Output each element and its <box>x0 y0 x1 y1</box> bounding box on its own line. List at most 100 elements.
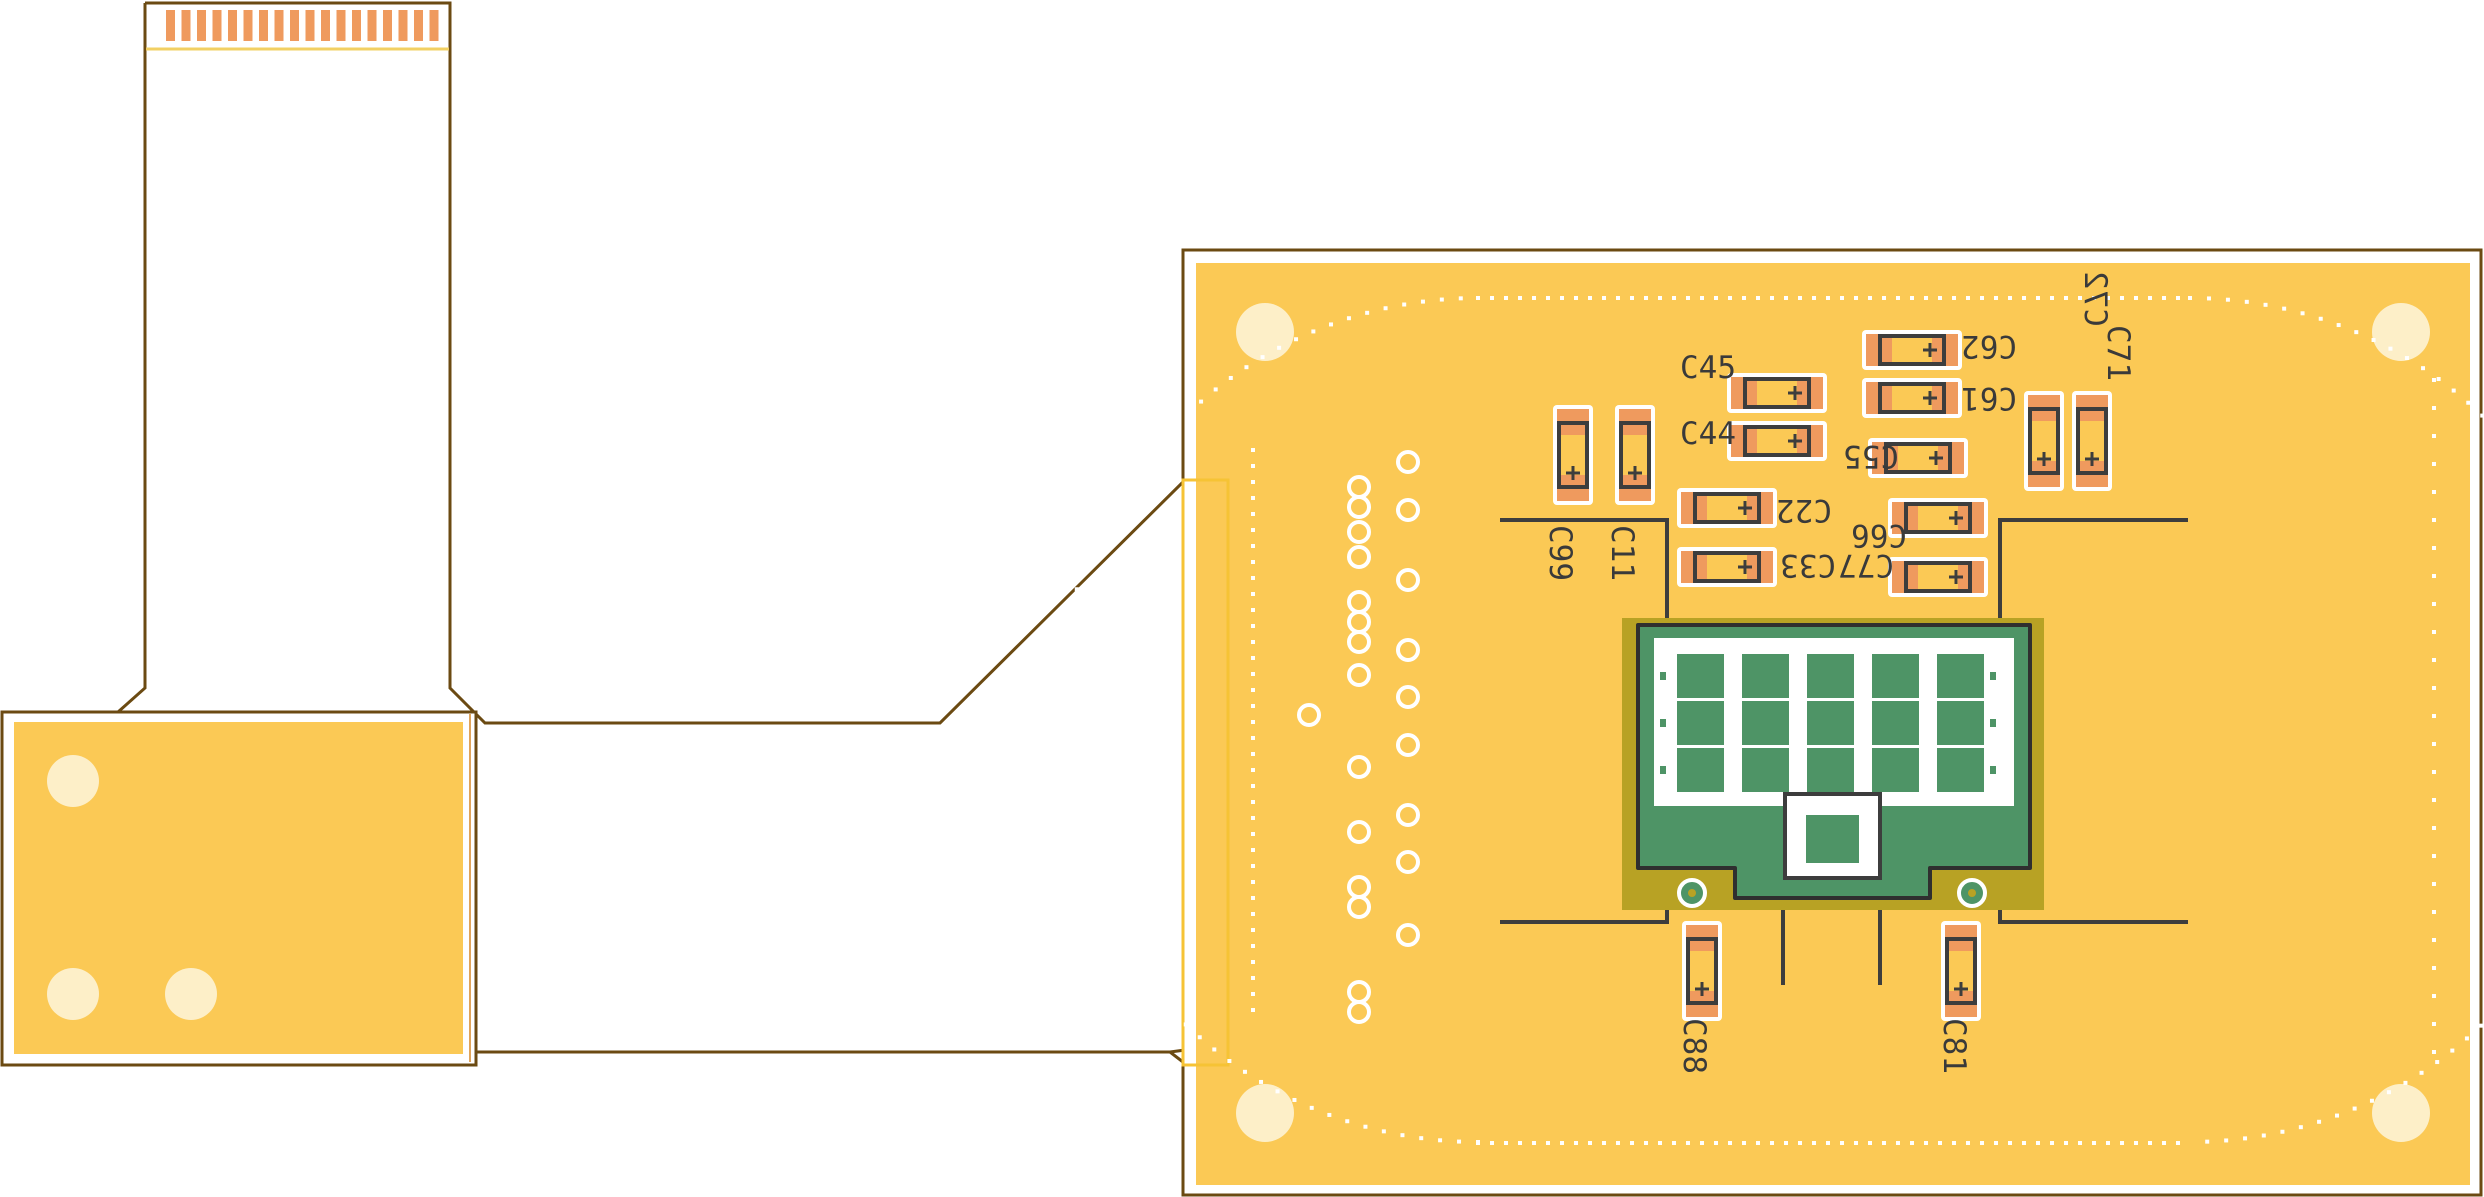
stitch-via <box>2386 1090 2391 1095</box>
sensor-pad <box>1742 748 1789 792</box>
sensor-pad <box>1677 748 1724 792</box>
ref-label-c11: C11 <box>1604 525 1640 581</box>
mounting-hole <box>2372 1084 2430 1142</box>
stitch-via <box>1197 1035 1202 1040</box>
stitch-via <box>1644 296 1648 300</box>
stitch-via <box>1251 688 1255 692</box>
stitch-via <box>2432 630 2436 634</box>
sensor-notch <box>1990 672 1996 680</box>
stitch-via <box>1157 994 1162 999</box>
stitch-via <box>2451 388 2456 393</box>
stitch-via <box>1327 1112 1332 1117</box>
stitch-via <box>2282 306 2287 311</box>
stitch-via <box>1074 847 1079 852</box>
pin1-marker <box>1738 560 1752 574</box>
stitch-via <box>2162 1141 2166 1145</box>
connector-finger <box>212 10 222 41</box>
sensor-module <box>1622 618 2044 910</box>
stitch-via <box>2432 686 2436 690</box>
stitch-via <box>2036 1141 2040 1145</box>
stitch-via <box>1294 337 1299 342</box>
stitch-via <box>2188 296 2192 300</box>
cap-outline <box>1904 502 1972 534</box>
stitch-via <box>1103 916 1108 921</box>
sensor-pad <box>1937 701 1984 745</box>
test-via-core <box>1968 889 1976 897</box>
sensor-pad <box>1807 748 1854 792</box>
stitch-via <box>1574 296 1578 300</box>
cap-outline <box>1686 937 1718 1005</box>
stitch-via <box>1854 1141 1858 1145</box>
stitch-via <box>1812 1141 1816 1145</box>
stitch-via <box>1057 661 1062 666</box>
stitch-via <box>2206 296 2211 301</box>
stitch-via <box>1185 412 1190 417</box>
stitch-via <box>1588 1141 1592 1145</box>
stitch-via <box>1938 296 1942 300</box>
stitch-via <box>2432 434 2436 438</box>
stitch-via <box>2432 910 2436 914</box>
stitch-via <box>1504 296 1508 300</box>
stitch-via <box>1054 735 1059 740</box>
cap-outline <box>1904 561 1972 593</box>
stitch-via <box>1952 296 1956 300</box>
via <box>1347 895 1371 919</box>
via <box>1347 755 1371 779</box>
via <box>1347 820 1371 844</box>
sensor-pad <box>1807 701 1854 745</box>
stitch-via <box>1251 832 1255 836</box>
stitch-via <box>1742 1141 1746 1145</box>
stitch-via <box>1251 608 1255 612</box>
stitch-via <box>1518 1141 1522 1145</box>
via-column <box>1297 450 1420 1024</box>
stitch-via <box>1251 656 1255 660</box>
stitch-via <box>1532 296 1536 300</box>
sensor-pad <box>1872 748 1919 792</box>
stitch-via <box>2336 323 2341 328</box>
stitch-via <box>2050 296 2054 300</box>
stitch-via <box>2280 1129 2285 1134</box>
stitch-via <box>1171 425 1176 430</box>
mounting-hole <box>1236 1084 1294 1142</box>
sensor-notch <box>1990 766 1996 774</box>
stitch-via <box>2432 854 2436 858</box>
stitch-via <box>1251 544 1255 548</box>
stitch-via <box>1966 1141 1970 1145</box>
stitch-via <box>1069 605 1074 610</box>
stitch-via <box>1560 1141 1564 1145</box>
stitch-via <box>1251 640 1255 644</box>
stitch-via <box>1055 754 1060 759</box>
capacitor <box>1727 421 1827 461</box>
stitch-via <box>2300 311 2305 316</box>
ref-label-c71: C71 <box>2100 325 2136 381</box>
stitch-via <box>1490 296 1494 300</box>
capacitor <box>1677 547 1777 587</box>
stitch-via <box>1088 551 1093 556</box>
stitch-via <box>1756 296 1760 300</box>
stitch-via <box>2464 1036 2469 1041</box>
stitch-via <box>1114 501 1119 506</box>
via <box>1396 638 1420 662</box>
stitch-via <box>1251 960 1255 964</box>
stitch-via <box>1080 864 1085 869</box>
capacitor <box>1941 921 1981 1021</box>
stitch-via <box>1275 1089 1280 1094</box>
stitch-via <box>1672 296 1676 300</box>
stitch-via <box>2432 798 2436 802</box>
connector-finger <box>321 10 330 41</box>
sensor-center-window <box>1783 792 1882 880</box>
flex-tail-left-edge <box>117 3 147 714</box>
pin1-marker <box>1628 466 1642 480</box>
stitch-via <box>1329 322 1334 327</box>
stitch-via <box>1457 1139 1462 1144</box>
connector-finger <box>429 10 439 41</box>
capacitor-group <box>1553 330 2112 1021</box>
via <box>1396 498 1420 522</box>
stitch-via <box>2436 377 2441 382</box>
stitch-via <box>1292 1097 1297 1102</box>
stitch-via <box>1910 296 1914 300</box>
stitch-via <box>1868 296 1872 300</box>
stitch-via <box>2432 602 2436 606</box>
stitch-via <box>1251 736 1255 740</box>
